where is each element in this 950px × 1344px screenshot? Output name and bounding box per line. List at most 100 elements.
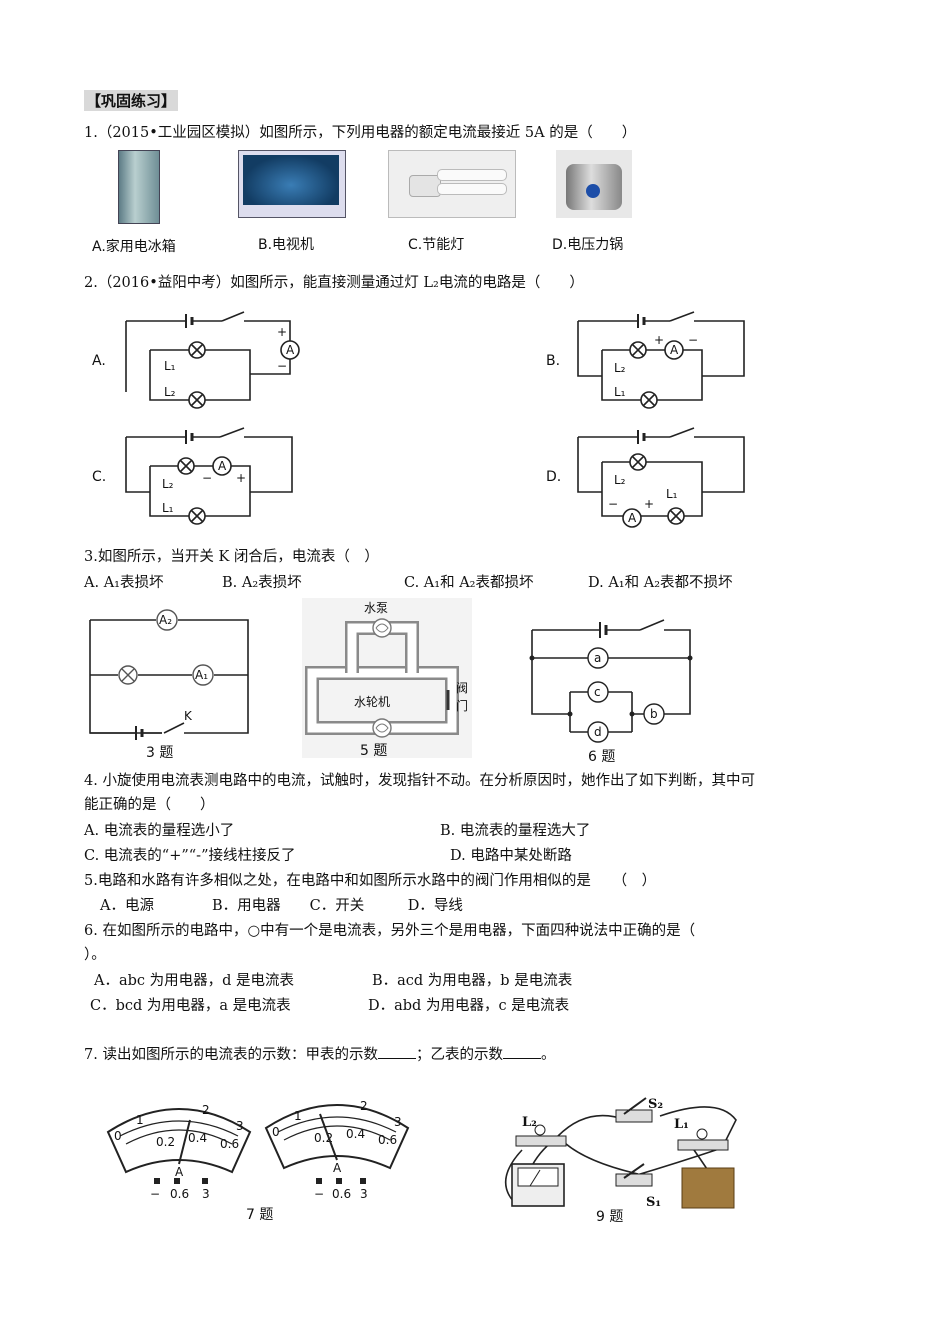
svg-text:a: a [594, 651, 601, 665]
svg-text:L₁: L₁ [674, 1117, 689, 1132]
svg-text:0.6: 0.6 [332, 1187, 351, 1201]
svg-text:L₂: L₂ [614, 361, 626, 375]
circuit-c-diagram: A − + L₂ L₁ [125, 427, 293, 525]
svg-text:c: c [594, 685, 601, 699]
svg-text:3: 3 [202, 1187, 210, 1201]
svg-text:+: + [654, 333, 664, 347]
svg-text:1: 1 [294, 1109, 302, 1123]
svg-text:A: A [218, 459, 227, 473]
q7-stem-a: 7. 读出如图所示的电流表的示数：甲表的示数 [84, 1047, 378, 1063]
q4-option-d: D. 电路中某处断路 [450, 848, 572, 864]
svg-text:0.6: 0.6 [220, 1137, 239, 1151]
svg-text:+: + [644, 497, 654, 511]
q3-option-a: A. A₁表损坏 [84, 575, 164, 591]
svg-text:+: + [277, 325, 287, 339]
svg-text:L₁: L₁ [666, 487, 678, 501]
q3-option-d: D. A₁和 A₂表都不损坏 [588, 575, 733, 591]
q6-option-a: A．abc 为用电器，d 是电流表 [94, 973, 295, 989]
svg-text:0: 0 [272, 1125, 280, 1139]
q4-option-c: C. 电流表的“+”“-”接线柱接反了 [84, 848, 296, 864]
svg-text:−: − [202, 471, 212, 485]
q1-option-a: A.家用电冰箱 [92, 239, 176, 255]
pump-label: 水泵 [364, 601, 388, 615]
fig3-caption: 3 题 [146, 745, 174, 761]
q2-label-c: C. [92, 469, 107, 485]
q2-label-a: A. [92, 353, 106, 369]
q1-option-b: B.电视机 [258, 237, 315, 253]
svg-text:b: b [650, 707, 658, 721]
svg-text:2: 2 [202, 1103, 210, 1117]
svg-text:d: d [594, 725, 602, 739]
q3-option-c: C. A₁和 A₂表都损坏 [404, 575, 534, 591]
svg-text:S₂: S₂ [648, 1097, 663, 1112]
q6-option-d: D．abd 为用电器，c 是电流表 [368, 998, 570, 1014]
fig9-physical-circuit: L₂ L₁ S₂ S₁ [504, 1097, 737, 1210]
q6-option-b: B．acd 为用电器，b 是电流表 [372, 973, 573, 989]
fig5-water-circuit: 水泵 水轮机 阀 门 [302, 598, 472, 758]
fig6-circuit-diagram: a c d b [529, 619, 693, 743]
circuit-a-diagram: A + − L₁ L₂ [125, 311, 300, 409]
svg-text:S₁: S₁ [646, 1195, 661, 1210]
svg-text:L₁: L₁ [164, 359, 176, 373]
svg-text:0.6: 0.6 [378, 1133, 397, 1147]
fridge-image [118, 150, 160, 224]
fig3-circuit-diagram: A₂ A₁ K [89, 609, 249, 740]
svg-text:3: 3 [236, 1119, 244, 1133]
valve-label-2: 门 [456, 698, 468, 713]
svg-text:0.6: 0.6 [170, 1187, 189, 1201]
svg-text:L₂: L₂ [614, 473, 626, 487]
q6-option-c: C．bcd 为用电器，a 是电流表 [90, 998, 291, 1014]
svg-text:L₂: L₂ [522, 1115, 537, 1130]
svg-text:L₂: L₂ [164, 385, 176, 399]
valve-label-1: 阀 [456, 681, 468, 695]
q2-label-d: D. [546, 469, 562, 485]
q4-stem-line1: 4. 小旋使用电流表测电路中的电流，试触时，发现指针不动。在分析原因时，她作出了… [84, 773, 755, 789]
q1-option-c: C.节能灯 [408, 237, 465, 253]
q3-stem: 3.如图所示，当开关 K 闭合后，电流表（ ） [84, 549, 379, 565]
circuit-d-diagram: A − + L₂ L₁ [577, 427, 745, 528]
svg-text:−: − [277, 359, 287, 373]
svg-text:1: 1 [136, 1113, 144, 1127]
q2-stem: 2.（2016•益阳中考）如图所示，能直接测量通过灯 L₂电流的电路是（ ） [84, 275, 584, 291]
circuit-b-diagram: A + − L₂ L₁ [577, 311, 745, 409]
q1-stem: 1.（2015•工业园区模拟）如图所示，下列用电器的额定电流最接近 5A 的是（… [84, 125, 637, 141]
q6-stem-line2: ）。 [84, 947, 106, 963]
svg-text:A₁: A₁ [195, 668, 208, 682]
q7-stem: 7. 读出如图所示的电流表的示数：甲表的示数 ；乙表的示数 。 [84, 1044, 555, 1064]
q7-blank-1[interactable] [377, 1044, 416, 1059]
svg-text:3: 3 [394, 1115, 402, 1129]
q4-option-a: A. 电流表的量程选小了 [84, 823, 235, 839]
tv-image [238, 150, 346, 218]
svg-text:L₂: L₂ [162, 477, 174, 491]
fig7-caption: 7 题 [246, 1207, 274, 1223]
q7-blank-2[interactable] [502, 1044, 541, 1059]
svg-text:0.4: 0.4 [346, 1127, 365, 1141]
svg-text:−: − [608, 497, 618, 511]
svg-text:−: − [314, 1187, 324, 1201]
q1-option-d: D.电压力锅 [552, 237, 624, 253]
q4-stem-line2: 能正确的是（ ） [84, 797, 215, 813]
svg-text:L₁: L₁ [162, 501, 174, 515]
svg-text:3: 3 [360, 1187, 368, 1201]
q5-options: A．电源 B．用电器 C．开关 D．导线 [100, 898, 463, 914]
svg-text:K: K [184, 709, 193, 723]
turbine-label: 水轮机 [354, 695, 390, 709]
svg-text:−: − [150, 1187, 160, 1201]
q6-stem-line1: 6. 在如图所示的电路中，○中有一个是电流表，另外三个是用电器，下面四种说法中正… [84, 923, 696, 939]
svg-text:+: + [236, 471, 246, 485]
q3-option-b: B. A₂表损坏 [222, 575, 302, 591]
svg-text:A: A [286, 343, 295, 357]
svg-text:A: A [628, 511, 637, 525]
svg-text:−: − [688, 333, 698, 347]
q7-stem-c: 。 [540, 1047, 556, 1063]
svg-text:A: A [333, 1161, 342, 1175]
q2-label-b: B. [546, 353, 561, 369]
section-title: 【巩固练习】 [84, 90, 179, 111]
q7-stem-b: ；乙表的示数 [415, 1047, 503, 1063]
svg-text:2: 2 [360, 1099, 368, 1113]
energy-lamp-image [388, 150, 516, 218]
svg-text:0.2: 0.2 [156, 1135, 175, 1149]
fig5-caption: 5 题 [360, 743, 388, 759]
